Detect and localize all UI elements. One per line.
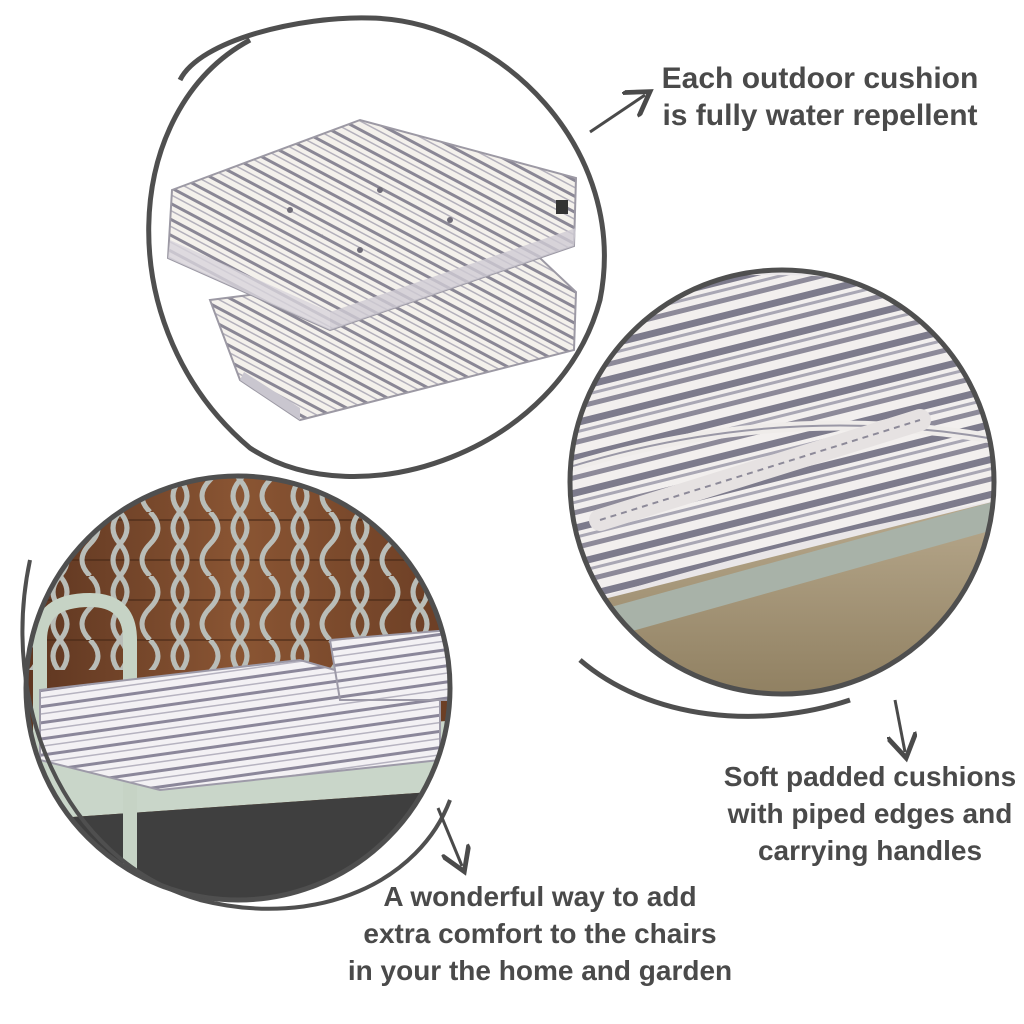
label-tag <box>556 200 568 214</box>
frame-swoosh-right <box>578 658 851 719</box>
arrow-icon <box>895 699 905 752</box>
caption-padded-cushions: Soft padded cushions with piped edges an… <box>720 758 1020 869</box>
frame-swoosh-bottom <box>20 559 452 911</box>
caption-line: Each outdoor cushion <box>661 62 979 95</box>
caption-line: is fully water repellent <box>662 99 978 132</box>
caption-line: in your the home and garden <box>347 955 733 986</box>
garden-bench-photo <box>26 476 450 900</box>
caption-line: Soft padded cushions <box>723 761 1017 792</box>
caption-line: carrying handles <box>757 835 983 866</box>
cushion-stack-photo <box>166 118 578 422</box>
frame-ring-top <box>146 15 607 479</box>
arrow-icon <box>436 807 462 866</box>
caption-line: with piped edges and <box>727 798 1013 829</box>
caption-line: A wonderful way to add <box>383 881 697 912</box>
cushion-closeup-photo <box>570 270 994 694</box>
caption-comfort: A wonderful way to add extra comfort to … <box>330 878 750 989</box>
arrow-icon <box>589 95 645 134</box>
caption-water-repellent: Each outdoor cushion is fully water repe… <box>640 60 1000 134</box>
caption-line: extra comfort to the chairs <box>363 918 717 949</box>
frame-ring-right <box>567 267 997 697</box>
